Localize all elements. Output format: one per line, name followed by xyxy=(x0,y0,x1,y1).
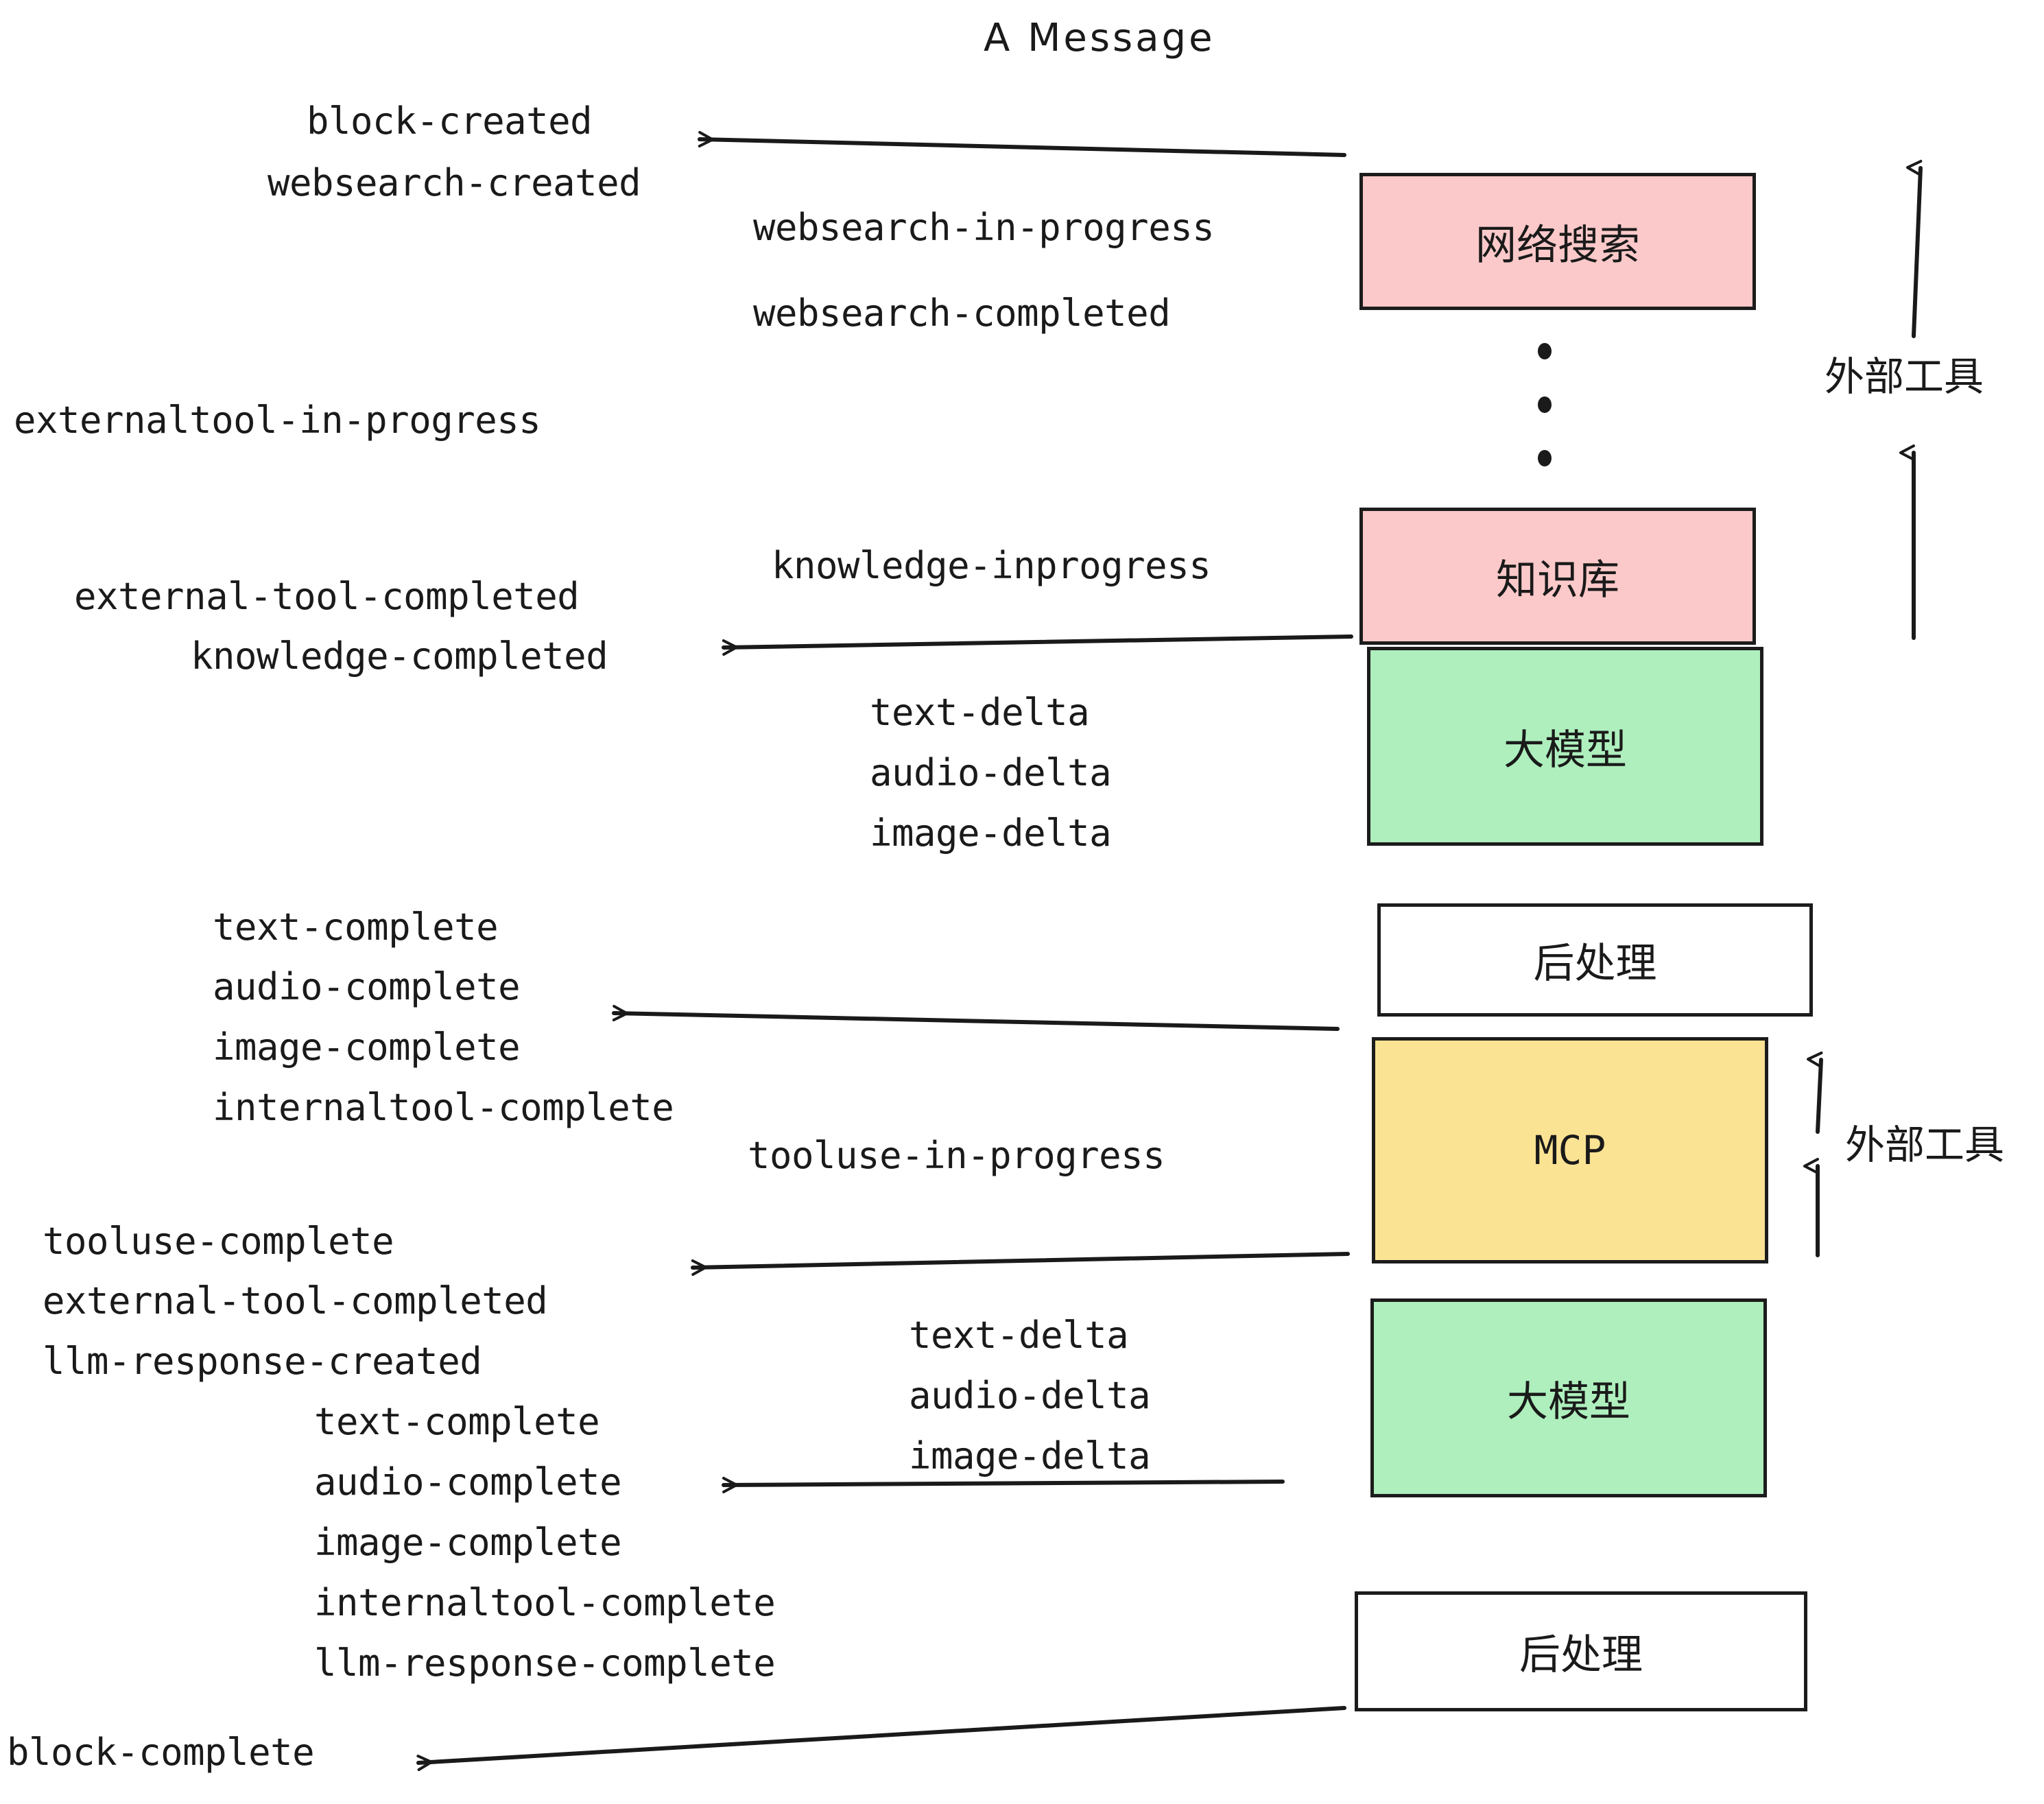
event-llm-response-created: llm-response-created xyxy=(43,1340,482,1383)
vertical-ellipsis xyxy=(1536,343,1553,466)
box-llm-1-label: 大模型 xyxy=(1504,726,1627,774)
arrow-knowledge-to-knowledgecompleted xyxy=(722,634,1353,656)
event-external-tool-completed: external-tool-completed xyxy=(74,575,580,618)
diagram-title: A Message xyxy=(984,16,1215,60)
label-external-tools-top: 外部工具 xyxy=(1825,353,1984,400)
event-tooluse-in-progress: tooluse-in-progress xyxy=(748,1134,1165,1177)
arrow-websearch-to-blockcreated xyxy=(698,131,1346,157)
event-text-delta-1: text-delta xyxy=(870,691,1090,734)
box-mcp[interactable]: MCP xyxy=(1372,1037,1768,1263)
box-llm-2[interactable]: 大模型 xyxy=(1370,1298,1767,1497)
box-knowledge[interactable]: 知识库 xyxy=(1359,508,1756,645)
box-postprocess-1-label: 后处理 xyxy=(1533,940,1657,988)
label-external-tools-bottom: 外部工具 xyxy=(1845,1121,2005,1168)
event-text-delta-2: text-delta xyxy=(909,1314,1129,1357)
event-image-delta-1: image-delta xyxy=(870,811,1112,855)
event-block-complete: block-complete xyxy=(7,1731,315,1774)
arrow-llm2-to-audiocomplete xyxy=(722,1477,1285,1493)
arrow-external-tools-top xyxy=(1899,160,1923,640)
event-audio-delta-1: audio-delta xyxy=(870,751,1112,794)
arrow-mcp-to-toolusecomplete xyxy=(691,1252,1350,1276)
event-audio-complete-2: audio-complete xyxy=(314,1460,622,1504)
event-llm-response-complete: llm-response-complete xyxy=(314,1641,776,1685)
arrow-external-tools-bottom xyxy=(1803,1052,1823,1257)
event-websearch-in-progress: websearch-in-progress xyxy=(753,206,1215,249)
event-externaltool-in-progress: externaltool-in-progress xyxy=(14,399,541,442)
event-knowledge-completed: knowledge-completed xyxy=(191,634,608,678)
event-text-complete-2: text-complete xyxy=(314,1400,600,1443)
event-text-complete-1: text-complete xyxy=(213,905,499,949)
box-postprocess-1[interactable]: 后处理 xyxy=(1377,903,1813,1017)
box-postprocess-2-label: 后处理 xyxy=(1519,1631,1643,1679)
event-websearch-created: websearch-created xyxy=(268,161,641,204)
box-llm-1[interactable]: 大模型 xyxy=(1367,647,1763,846)
arrow-postprocess1-to-imagecomplete xyxy=(612,1005,1340,1031)
event-internaltool-complete-1: internaltool-complete xyxy=(213,1086,674,1129)
box-websearch[interactable]: 网络搜索 xyxy=(1359,173,1756,310)
event-external-tool-completed-2: external-tool-completed xyxy=(43,1279,548,1322)
event-tooluse-complete: tooluse-complete xyxy=(43,1220,394,1263)
box-llm-2-label: 大模型 xyxy=(1507,1377,1630,1426)
event-block-created: block-created xyxy=(307,99,593,143)
event-image-delta-2: image-delta xyxy=(909,1434,1151,1477)
event-internaltool-complete-2: internaltool-complete xyxy=(314,1581,776,1624)
box-mcp-label: MCP xyxy=(1534,1127,1606,1174)
event-image-complete-1: image-complete xyxy=(213,1025,521,1069)
event-audio-delta-2: audio-delta xyxy=(909,1374,1151,1417)
box-postprocess-2[interactable]: 后处理 xyxy=(1355,1591,1807,1711)
arrow-postprocess2-to-blockcomplete xyxy=(416,1706,1346,1771)
event-websearch-completed: websearch-completed xyxy=(753,292,1171,335)
box-websearch-label: 网络搜索 xyxy=(1475,221,1640,270)
event-audio-complete-1: audio-complete xyxy=(213,965,521,1008)
event-image-complete-2: image-complete xyxy=(314,1521,622,1564)
box-knowledge-label: 知识库 xyxy=(1496,556,1619,604)
event-knowledge-inprogress: knowledge-inprogress xyxy=(772,544,1211,587)
